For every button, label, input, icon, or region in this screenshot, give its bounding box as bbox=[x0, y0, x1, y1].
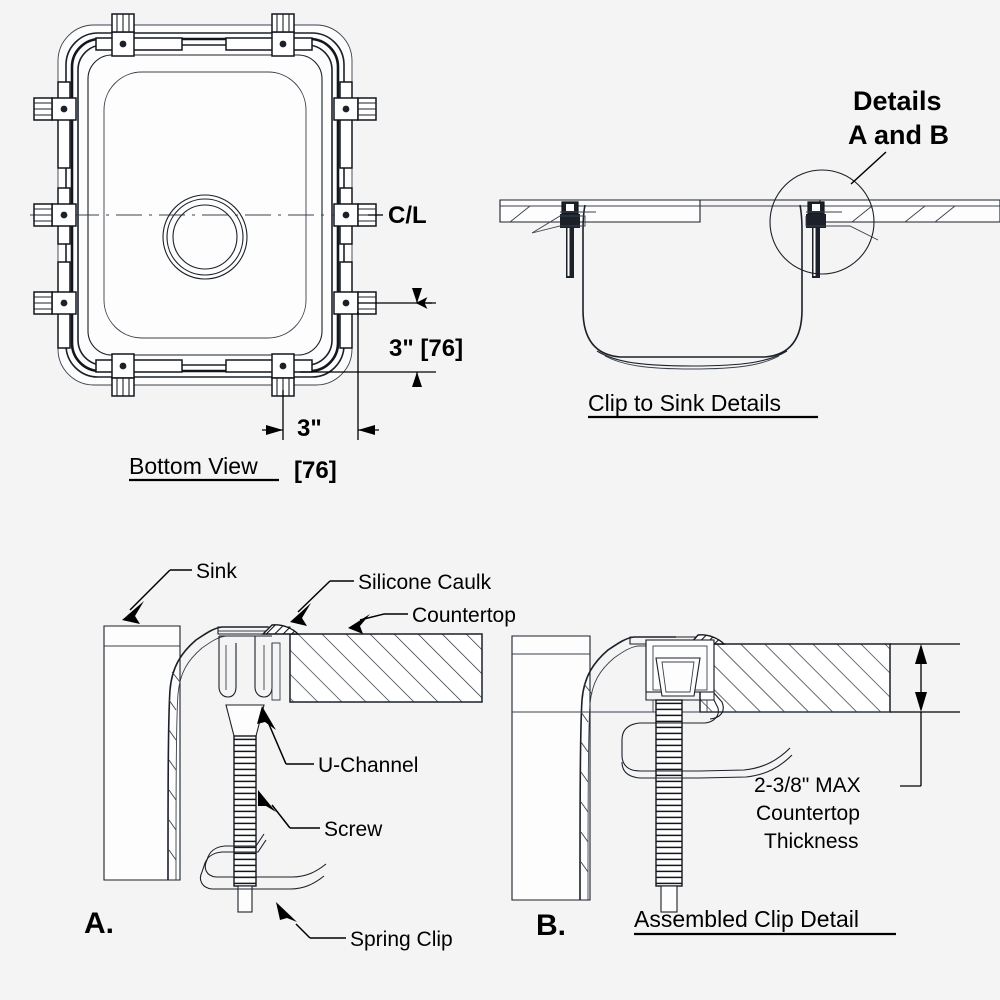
callout-screw-label: Screw bbox=[324, 818, 383, 841]
sink-bowl-bottom-curve-2 bbox=[604, 355, 780, 370]
callout-sink-arrowhead bbox=[122, 601, 144, 624]
detail-a-group: Sink Silicone Caulk Countertop U-Channel… bbox=[84, 560, 516, 951]
callout-silicone-caulk-label: Silicone Caulk bbox=[358, 571, 492, 594]
detail-b-dim-arrowhead-top bbox=[915, 644, 927, 664]
detail-b-sink-wall-hatch bbox=[580, 683, 593, 873]
countertop-left-slab bbox=[499, 199, 701, 223]
callout-screw-leader-d bbox=[271, 804, 291, 829]
detail-a-countertop bbox=[289, 633, 483, 703]
clip-to-sink-group: Details A and B Clip to Sink Details bbox=[499, 86, 1000, 419]
detail-b-dim-arrowhead-bottom bbox=[915, 692, 927, 712]
clip-to-sink-title: Clip to Sink Details bbox=[588, 390, 781, 416]
clip-assembly-right bbox=[805, 201, 879, 278]
dim-arrowhead-h-left bbox=[266, 425, 283, 435]
detail-b-u-channel bbox=[645, 639, 715, 712]
countertop-right-slab bbox=[819, 199, 1000, 223]
countertop-hatch-tick-4 bbox=[851, 205, 873, 223]
detail-a-screw-shaft bbox=[233, 735, 257, 887]
callout-spring-clip-label: Spring Clip bbox=[350, 928, 453, 951]
detail-a-sink-rim-profile-inner bbox=[175, 635, 268, 881]
detail-b-screw-shaft bbox=[655, 699, 683, 887]
detail-b-sink-rim-profile-inner bbox=[587, 645, 676, 901]
clip-assembly-left bbox=[531, 201, 596, 278]
clip-right-upper bbox=[333, 81, 377, 169]
details-callout-line2: A and B bbox=[848, 120, 949, 150]
detail-a-sink-rim-profile bbox=[167, 626, 268, 881]
callout-countertop-label: Countertop bbox=[412, 604, 516, 627]
detail-a-marker: A. bbox=[84, 907, 114, 940]
detail-b-screw-head bbox=[655, 657, 701, 697]
detail-callout-leader bbox=[850, 151, 887, 185]
callout-uchannel-arrowhead bbox=[257, 706, 276, 730]
detail-a-sink-wall bbox=[103, 625, 181, 881]
clip-top-right bbox=[225, 13, 313, 57]
detail-b-dim-line2: Countertop bbox=[756, 802, 860, 825]
callout-screw-arrowhead bbox=[258, 790, 276, 812]
centerline-label: C/L bbox=[388, 202, 427, 229]
detail-b-spring-clip bbox=[621, 692, 793, 779]
detail-b-title: Assembled Clip Detail bbox=[634, 906, 859, 932]
drain-ring-middle bbox=[166, 198, 244, 276]
drain-ring-outer bbox=[162, 194, 248, 280]
dim-vertical-label: 3" [76] bbox=[389, 335, 463, 362]
clip-right-middle bbox=[333, 187, 377, 245]
bottom-view-title: Bottom View bbox=[129, 453, 258, 479]
clip-top-left bbox=[95, 13, 183, 57]
detail-b-countertop bbox=[699, 643, 891, 713]
clip-bottom-right bbox=[225, 353, 313, 397]
callout-springclip-leader-d bbox=[295, 923, 311, 939]
detail-b-sink-wall bbox=[511, 635, 591, 901]
callout-springclip-arrowhead bbox=[276, 902, 297, 922]
bottom-view-group: C/L 3" [76] 3" [76] Bottom View bbox=[30, 13, 463, 484]
detail-b-dim-line1: 2-3/8" MAX bbox=[754, 774, 861, 797]
detail-a-sink-wall-hatch bbox=[168, 671, 181, 861]
dim-horizontal-inches-label: 3" bbox=[297, 415, 322, 442]
dim-horizontal-metric-label: [76] bbox=[294, 457, 337, 484]
dim-arrowhead-v-bottom bbox=[412, 372, 422, 387]
detail-b-screw-tip bbox=[660, 885, 678, 913]
detail-b-sink-rim-profile bbox=[579, 636, 676, 901]
callout-u-channel-label: U-Channel bbox=[318, 754, 418, 777]
sink-bowl-bottom-curve bbox=[596, 350, 788, 367]
detail-b-dim-line3: Thickness bbox=[764, 830, 859, 853]
callout-sink-label: Sink bbox=[196, 560, 237, 583]
clip-bottom-left bbox=[95, 353, 183, 397]
countertop-hatch-tick-1 bbox=[509, 205, 531, 223]
detail-a-spring-clip bbox=[199, 833, 327, 890]
callout-caulk-arrowhead bbox=[290, 603, 311, 626]
dim-arrowhead-h-right bbox=[358, 425, 375, 435]
countertop-hatch-tick-3 bbox=[934, 205, 956, 223]
callout-sink-leader-d bbox=[129, 569, 171, 611]
detail-a-u-channel bbox=[218, 635, 281, 701]
detail-b-marker: B. bbox=[536, 909, 566, 942]
clip-left-middle bbox=[33, 187, 77, 245]
drain-ring-inner bbox=[172, 204, 238, 270]
detail-a-screw-tip bbox=[237, 885, 253, 913]
countertop-hatch-tick-2 bbox=[904, 205, 926, 223]
sink-bowl-wall bbox=[87, 54, 323, 356]
callout-uchannel-leader-d bbox=[267, 721, 287, 765]
sink-rim-line-4 bbox=[77, 44, 333, 366]
sink-bowl-bottom bbox=[103, 71, 307, 339]
detail-callout-circle bbox=[769, 169, 875, 275]
details-callout-line1: Details bbox=[853, 86, 942, 116]
dim-arrowhead-v-top bbox=[412, 288, 422, 303]
detail-b-group: 2-3/8" MAX Countertop Thickness B. Assem… bbox=[511, 634, 960, 942]
sink-bowl-profile bbox=[582, 204, 803, 358]
clip-left-lower bbox=[33, 261, 77, 349]
callout-countertop-arrowhead bbox=[348, 614, 370, 634]
clip-left-upper bbox=[33, 81, 77, 169]
detail-a-silicone-caulk bbox=[261, 624, 300, 635]
callout-caulk-leader-d bbox=[297, 580, 331, 613]
